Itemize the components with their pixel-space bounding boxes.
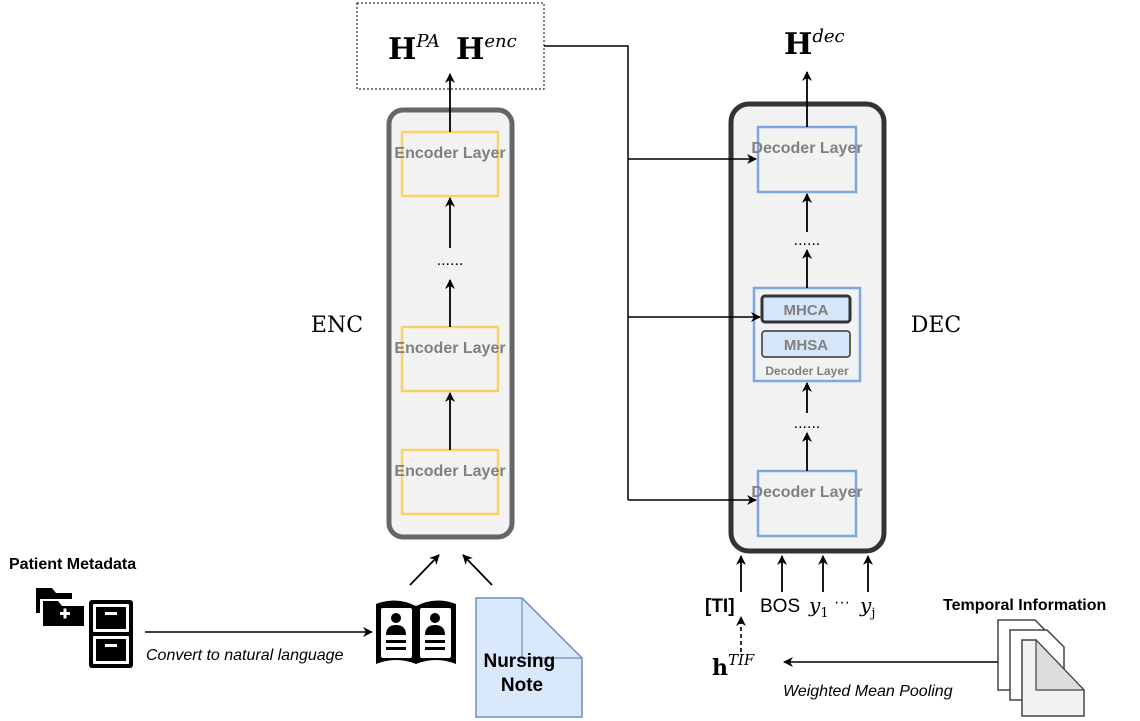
pooling-label: Weighted Mean Pooling: [783, 683, 953, 700]
decoder-layer-bottom-label: Decoder Layer: [751, 484, 862, 501]
decoder-label: DEC: [911, 313, 962, 338]
h-enc-label: Henc: [456, 31, 517, 67]
ti-token: [TI]: [705, 596, 735, 617]
encoder-layer-bottom-label: Encoder Layer: [394, 463, 505, 480]
encoder-layer-top: [400, 130, 500, 198]
cross-connection-line: [544, 45, 629, 500]
encoder-layer-middle: [400, 325, 500, 393]
encoder-label: ENC: [311, 313, 363, 338]
decoder-dots-top: ......: [794, 232, 821, 249]
h-pa-label: HPA: [388, 31, 440, 67]
mhsa-label: MHSA: [784, 337, 828, 354]
decoder-inner-caption: Decoder Layer: [765, 364, 849, 378]
mhca-label: MHCA: [784, 302, 829, 319]
temporal-info-title: Temporal Information: [943, 597, 1106, 614]
nursing-note-label: Nursing Note: [483, 651, 560, 696]
encoder-dots: ......: [437, 252, 464, 269]
mhsa-block: [761, 330, 851, 358]
file-cabinet-icon: [89, 600, 133, 668]
encoder-layer-bottom: [400, 448, 500, 516]
h-tif-label: hTIF: [712, 651, 755, 681]
book-to-encoder-arrow: [409, 554, 440, 586]
bos-token: BOS: [760, 596, 800, 617]
book-icon: [376, 600, 456, 664]
nursing-note-fold: [521, 598, 582, 659]
decoder-layer-bottom: [756, 469, 858, 538]
yj-token: yj: [859, 593, 875, 621]
mhca-block: [760, 294, 852, 324]
note-to-encoder-arrow: [462, 554, 493, 586]
encoder-layer-top-label: Encoder Layer: [394, 145, 505, 162]
convert-label: Convert to natural language: [146, 647, 344, 664]
folder-plus-icon: [36, 588, 84, 626]
y1-token: y1: [808, 593, 829, 621]
decoder-dots-bottom: ......: [794, 415, 821, 432]
temporal-documents-icon: [997, 619, 1086, 717]
decoder-layer-top: [756, 125, 858, 194]
h-dec-label: Hdec: [784, 26, 845, 62]
encoder-layer-middle-label: Encoder Layer: [394, 340, 505, 357]
patient-metadata-title: Patient Metadata: [9, 556, 136, 573]
decoder-layer-top-label: Decoder Layer: [751, 140, 862, 157]
ellipsis-token: ···: [834, 594, 850, 611]
